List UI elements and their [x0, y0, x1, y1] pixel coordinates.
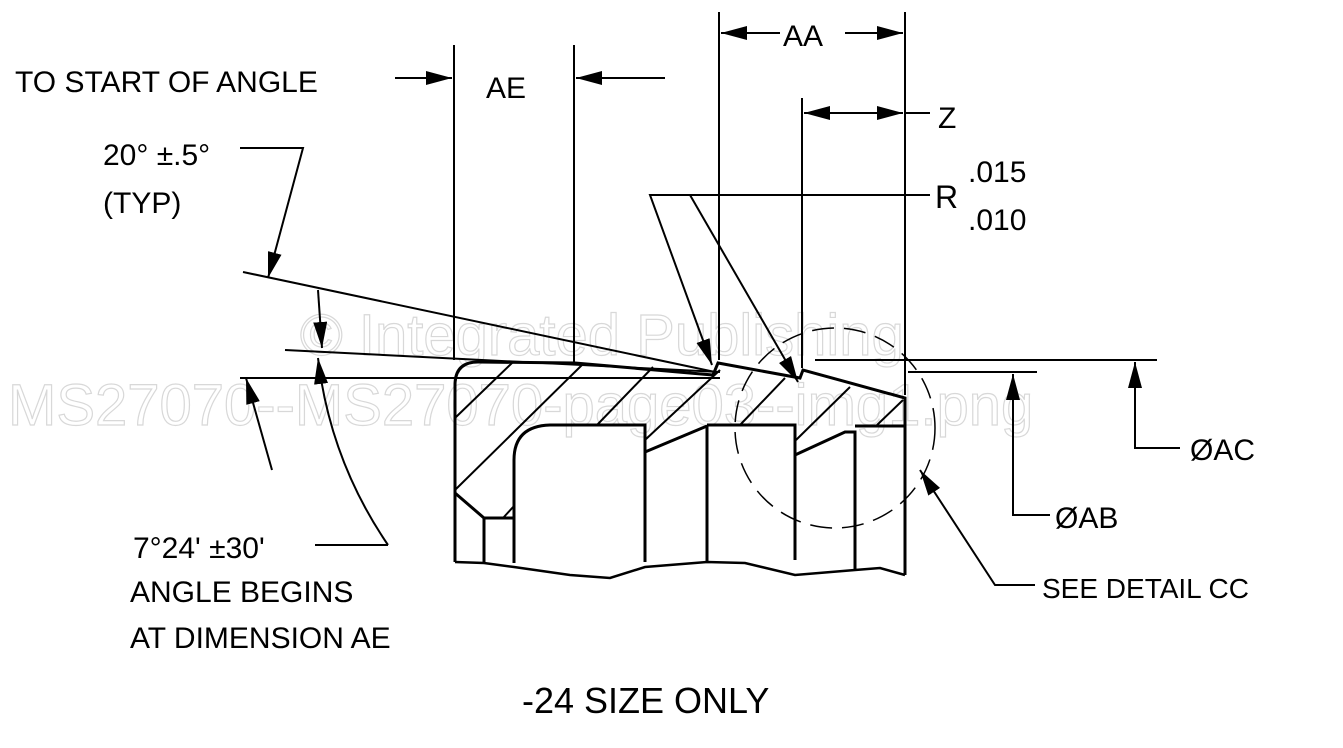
section-hatching — [454, 361, 904, 519]
label-dia-ab: ØAB — [1055, 502, 1118, 535]
watermark-line2: MS27070--MS27070-page03--img1.png — [8, 373, 1033, 438]
label-r-max: .015 — [968, 156, 1026, 189]
label-see-detail-cc: SEE DETAIL CC — [1042, 573, 1249, 604]
label-angle-20: 20° ±.5° — [103, 139, 210, 172]
label-angle-7: 7°24' ±30' — [133, 532, 265, 565]
label-at-dimension-ae: AT DIMENSION AE — [130, 622, 391, 655]
part-section — [453, 360, 907, 580]
label-angle-begins: ANGLE BEGINS — [130, 576, 353, 609]
label-typ: (TYP) — [103, 187, 181, 220]
label-r: R — [935, 179, 958, 215]
label-z: Z — [938, 102, 956, 135]
label-r-min: .010 — [968, 204, 1026, 237]
detail-cc-circle — [734, 327, 936, 529]
dimension-lines — [240, 12, 1180, 586]
label-to-start-of-angle: TO START OF ANGLE — [15, 66, 318, 99]
watermark-line1: © Integrated Publishing — [300, 303, 904, 368]
caption: -24 SIZE ONLY — [522, 680, 769, 721]
label-ae: AE — [486, 72, 526, 105]
label-dia-ac: ØAC — [1190, 434, 1255, 467]
label-aa: AA — [783, 20, 823, 53]
